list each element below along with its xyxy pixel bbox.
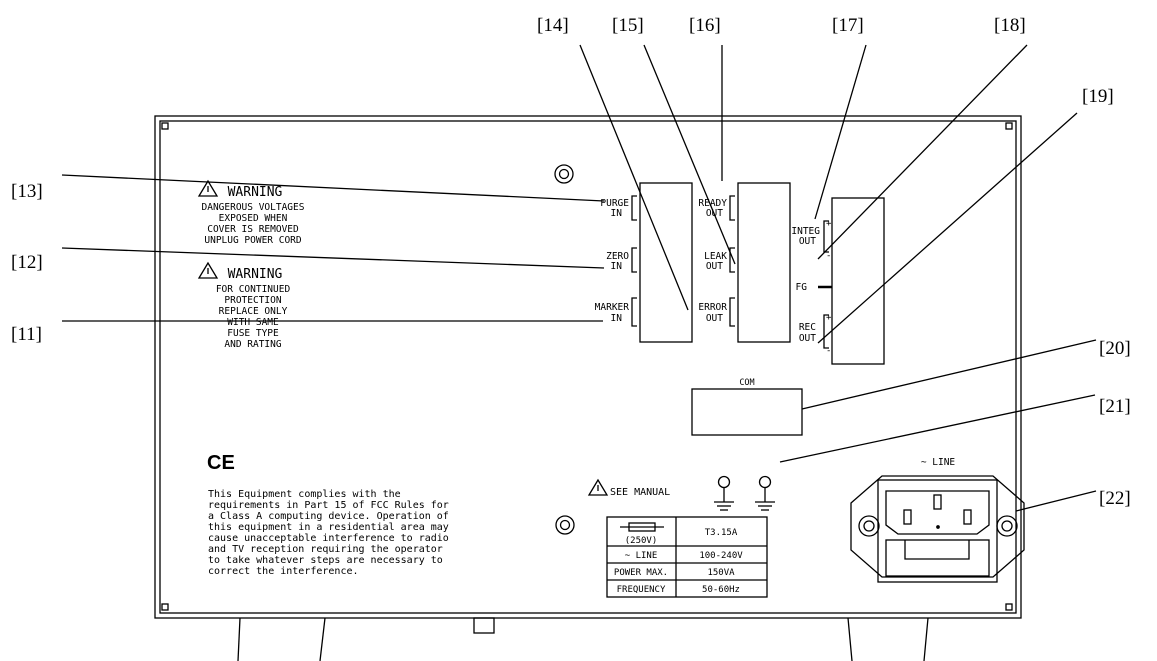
callout-12: [12]: [11, 252, 43, 273]
screw-top: [554, 164, 574, 184]
purge-in-label: PURGE: [600, 198, 629, 209]
freq-row-value: 50-60Hz: [702, 585, 740, 595]
ready-out-label: OUT: [706, 208, 723, 219]
see-manual-label: SEE MANUAL: [610, 487, 670, 498]
leader-lines: [61, 44, 1097, 512]
integ-out-label: OUT: [799, 236, 816, 247]
callout-14: [14]: [537, 15, 569, 36]
integ-out-label: INTEG: [791, 226, 820, 237]
panel-inner-outline: [159, 120, 1017, 614]
warning-line: PROTECTION: [224, 295, 281, 306]
purge-in-label: IN: [611, 208, 623, 219]
ce-mark: CE: [207, 452, 235, 474]
power-row-value: 150VA: [707, 568, 735, 578]
plus-sign: +: [826, 313, 832, 323]
zero-in-label: ZERO: [606, 251, 629, 262]
power-row-label: POWER MAX.: [614, 568, 668, 578]
ready-out-label: READY: [698, 198, 727, 209]
fcc-line: requirements in Part 15 of FCC Rules for: [208, 500, 449, 511]
callout-11: [11]: [11, 324, 42, 345]
power-inlet: [850, 475, 1025, 583]
fcc-line: this equipment in a residential area may: [208, 522, 449, 533]
warning-line: UNPLUG POWER CORD: [204, 235, 302, 246]
callout-13: [13]: [11, 181, 43, 202]
error-out-label: ERROR: [698, 302, 727, 313]
warning-icon-3: [587, 478, 609, 496]
bottom-tab: [473, 617, 495, 634]
minus-sign: -: [826, 251, 831, 261]
warning-icon-2: [197, 261, 219, 279]
panel-outline: [154, 115, 1022, 619]
marker-in-label: MARKER: [595, 302, 630, 313]
screw-bottom: [555, 515, 575, 535]
ground-icon-2: [755, 475, 775, 511]
warning-line: EXPOSED WHEN: [219, 213, 288, 224]
callout-15: [15]: [612, 15, 644, 36]
fuse-rating: T3.15A: [705, 528, 738, 538]
rec-out-label: REC: [799, 322, 816, 333]
warning-title: WARNING: [228, 185, 283, 200]
line-row-value: 100-240V: [699, 551, 743, 561]
com-label: COM: [739, 378, 754, 388]
fuse-voltage: (250V): [625, 536, 658, 546]
minus-sign: -: [826, 346, 831, 356]
input-terminal-block: [639, 182, 693, 343]
fcc-line: cause unacceptable interference to radio: [208, 533, 449, 544]
marker-in-label: IN: [611, 313, 623, 324]
fcc-line: This Equipment complies with the: [208, 489, 401, 500]
error-out-label: OUT: [706, 313, 723, 324]
output-terminal-block: [737, 182, 791, 343]
line-label: ~ LINE: [921, 457, 956, 468]
warning-title-2: WARNING: [228, 267, 283, 282]
callout-22: [22]: [1099, 488, 1131, 509]
ground-icon: [714, 475, 734, 511]
callout-18: [18]: [994, 15, 1026, 36]
warning-line: FUSE TYPE: [227, 328, 279, 339]
line-row-label: ~ LINE: [625, 551, 658, 561]
warning-line: COVER IS REMOVED: [207, 224, 299, 235]
zero-in-label: IN: [611, 261, 623, 272]
fcc-line: a Class A computing device. Operation of: [208, 511, 449, 522]
fcc-line: and TV reception requiring the operator: [208, 544, 443, 555]
warning-icon: [197, 179, 219, 197]
fg-label: FG: [796, 282, 808, 293]
callout-17: [17]: [832, 15, 864, 36]
rating-table: [606, 516, 768, 598]
freq-row-label: FREQUENCY: [617, 585, 666, 595]
rec-out-label: OUT: [799, 333, 816, 344]
callout-16: [16]: [689, 15, 721, 36]
warning-line: REPLACE ONLY: [219, 306, 288, 317]
com-connector: [691, 388, 803, 436]
warning-line: WITH SAME: [227, 317, 279, 328]
warning-line: FOR CONTINUED: [216, 284, 291, 295]
fuse-icon: [620, 522, 664, 532]
warning-line: DANGEROUS VOLTAGES: [202, 202, 305, 213]
fcc-line: to take whatever steps are necessary to: [208, 555, 443, 566]
analog-terminal-block: [831, 197, 885, 365]
leak-out-label: OUT: [706, 261, 723, 272]
callout-20: [20]: [1099, 338, 1131, 359]
plus-sign: +: [826, 219, 832, 229]
leak-out-label: LEAK: [704, 251, 727, 262]
callout-19: [19]: [1082, 86, 1114, 107]
callout-21: [21]: [1099, 396, 1131, 417]
fcc-line: correct the interference.: [208, 566, 359, 577]
warning-line: AND RATING: [224, 339, 281, 350]
